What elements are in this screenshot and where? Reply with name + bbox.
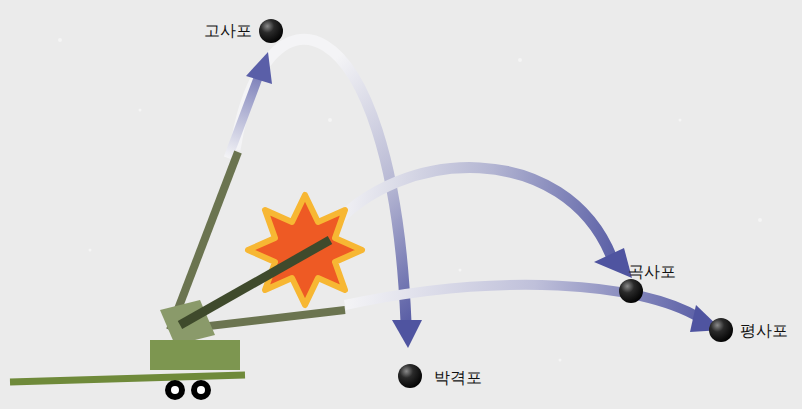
shell-type-label: 박격포 bbox=[434, 368, 482, 387]
cannonballs bbox=[259, 19, 733, 388]
firing-barrel bbox=[180, 240, 330, 325]
trajectory-arrows bbox=[228, 39, 722, 348]
background-speckle bbox=[58, 38, 762, 362]
shell-type-label: 고사포 bbox=[204, 21, 252, 40]
shell-type-label: 곡사포 bbox=[628, 262, 676, 281]
shell-type-label: 평사포 bbox=[740, 321, 788, 340]
